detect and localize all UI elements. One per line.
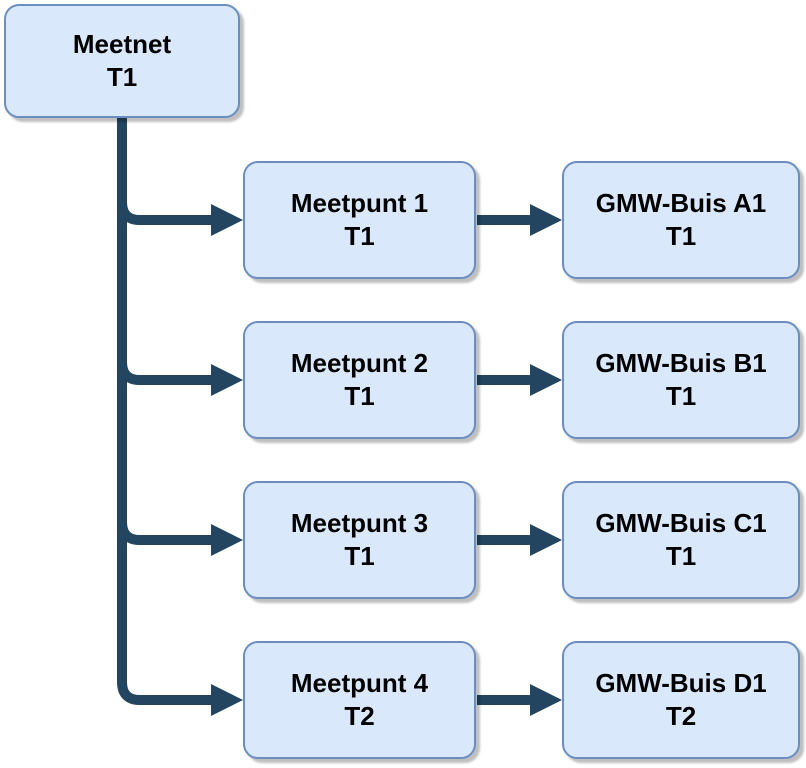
node-subtitle: T1 — [665, 221, 697, 251]
node-meetpunt-4: Meetpunt 4 T2 — [243, 641, 476, 759]
node-title: Meetpunt 3 — [290, 508, 429, 538]
connector-meetpunt-1-to-gmw-buis-a1 — [477, 204, 562, 236]
node-title: GMW-Buis B1 — [595, 348, 767, 378]
node-title: Meetpunt 2 — [290, 348, 429, 378]
node-gmw-buis-b1: GMW-Buis B1 T1 — [562, 321, 800, 439]
connector-meetnet-to-meetpunt-2 — [117, 118, 243, 396]
node-title: GMW-Buis D1 — [595, 668, 767, 698]
connector-meetnet-to-meetpunt-4 — [117, 118, 243, 716]
node-meetpunt-3: Meetpunt 3 T1 — [243, 481, 476, 599]
node-title: Meetpunt 1 — [290, 188, 429, 218]
node-meetpunt-1: Meetpunt 1 T1 — [243, 161, 476, 279]
node-subtitle: T1 — [665, 381, 697, 411]
node-subtitle: T1 — [106, 62, 138, 92]
node-subtitle: T1 — [344, 541, 375, 571]
connector-meetnet-to-meetpunt-3 — [117, 118, 243, 556]
node-subtitle: T1 — [344, 221, 375, 251]
node-title: Meetnet — [72, 29, 172, 59]
node-subtitle: T1 — [665, 541, 697, 571]
connector-meetnet-to-meetpunt-1 — [117, 118, 243, 236]
node-gmw-buis-a1: GMW-Buis A1 T1 — [562, 161, 800, 279]
node-meetnet: Meetnet T1 — [4, 4, 240, 118]
node-subtitle: T1 — [344, 381, 375, 411]
node-title: GMW-Buis A1 — [595, 188, 767, 218]
node-gmw-buis-d1: GMW-Buis D1 T2 — [562, 641, 800, 759]
connector-meetpunt-2-to-gmw-buis-b1 — [477, 364, 562, 396]
node-title: Meetpunt 4 — [290, 668, 429, 698]
connector-meetpunt-3-to-gmw-buis-c1 — [477, 524, 562, 556]
node-subtitle: T2 — [665, 701, 697, 731]
node-subtitle: T2 — [344, 701, 375, 731]
connector-meetpunt-4-to-gmw-buis-d1 — [477, 684, 562, 716]
node-title: GMW-Buis C1 — [595, 508, 767, 538]
node-meetpunt-2: Meetpunt 2 T1 — [243, 321, 476, 439]
node-gmw-buis-c1: GMW-Buis C1 T1 — [562, 481, 800, 599]
